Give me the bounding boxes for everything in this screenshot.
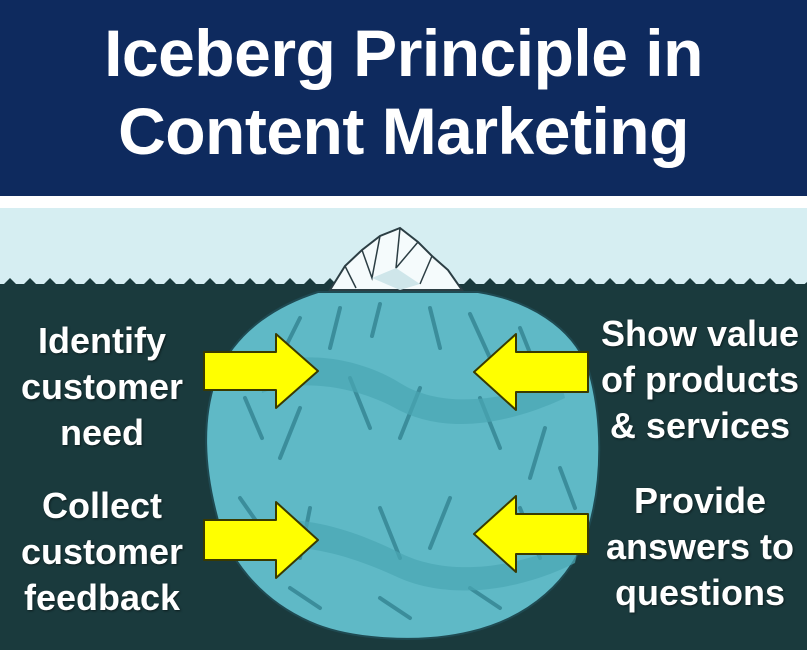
label-provide-answers: Provide answers to questions <box>594 478 806 616</box>
label-identify-customer-need: Identify customer need <box>4 318 200 456</box>
page-title: Iceberg Principle in Content Marketing <box>0 14 807 170</box>
submerged-iceberg <box>205 291 601 640</box>
label-line: answers to <box>605 526 795 567</box>
label-line: customer <box>20 531 184 572</box>
title-banner: Iceberg Principle in Content Marketing <box>0 0 807 196</box>
arrow-identify-need <box>203 333 319 409</box>
iceberg-tip <box>328 226 464 291</box>
arrow-collect-feedback <box>203 501 319 579</box>
waterline-waves <box>0 278 807 292</box>
iceberg-illustration <box>0 208 807 650</box>
iceberg-scene: Identify customer need Collect customer … <box>0 208 807 650</box>
label-line: Collect <box>41 485 163 526</box>
title-line-2: Content Marketing <box>118 94 689 168</box>
label-show-value: Show value of products & services <box>594 311 806 449</box>
label-line: need <box>59 412 145 453</box>
label-line: feedback <box>23 577 181 618</box>
label-line: of products <box>601 359 799 400</box>
arrow-provide-answers <box>473 495 589 573</box>
label-line: Show value <box>600 313 800 354</box>
arrow-show-value <box>473 333 589 411</box>
label-collect-customer-feedback: Collect customer feedback <box>4 483 200 621</box>
label-line: & services <box>609 405 791 446</box>
label-line: customer <box>20 366 184 407</box>
label-line: Provide <box>633 480 767 521</box>
label-line: Identify <box>37 320 166 361</box>
label-line: questions <box>614 572 785 613</box>
title-line-1: Iceberg Principle in <box>104 16 703 90</box>
